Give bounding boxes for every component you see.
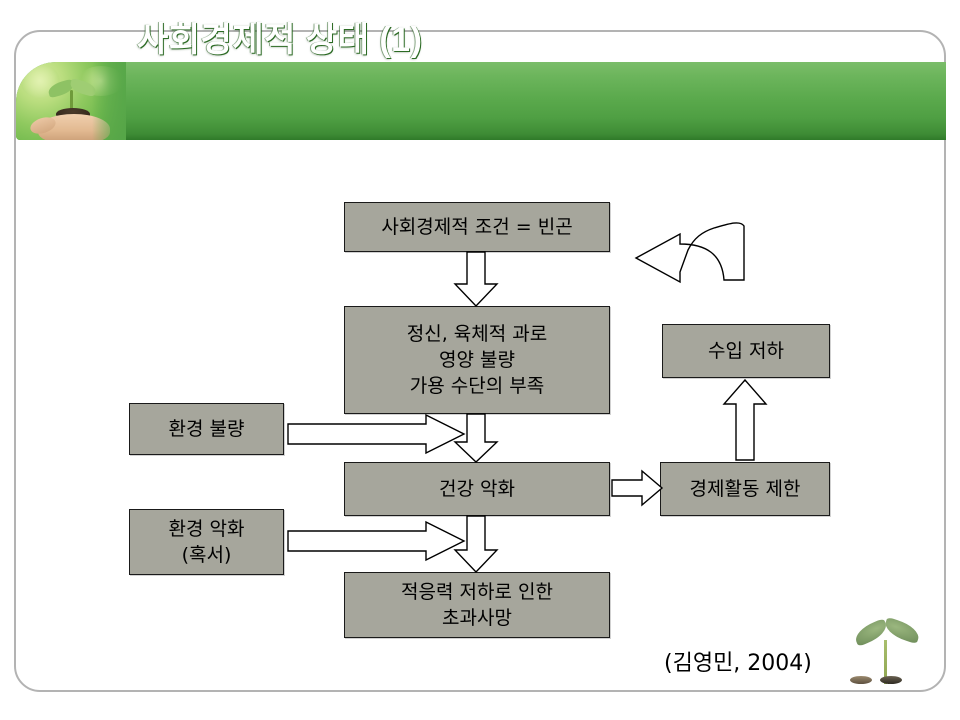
node-income-drop[interactable]: 수입 저하	[662, 324, 830, 378]
arrow-health-decline-to-economic-limit	[611, 469, 664, 507]
citation-text: (김영민, 2004)	[664, 651, 812, 676]
node-excess-death[interactable]: 적응력 저하로 인한 초과사망	[344, 572, 610, 638]
node-health-decline[interactable]: 건강 악화	[344, 462, 610, 516]
arrow-income-drop-to-poverty-feedback	[634, 222, 745, 284]
node-overwork[interactable]: 정신, 육체적 과로 영양 불량 가용 수단의 부족	[344, 306, 610, 414]
arrow-health-decline-to-excess-death	[453, 515, 499, 574]
node-environment-worsening[interactable]: 환경 악화 (혹서)	[129, 509, 284, 575]
node-bad-environment[interactable]: 환경 불량	[129, 403, 284, 455]
slide-header-band	[16, 62, 946, 140]
arrow-economic-limit-to-income-drop	[722, 378, 768, 461]
arrow-bad-environment-to-overwork	[287, 413, 466, 455]
node-poverty[interactable]: 사회경제적 조건 = 빈곤	[344, 202, 610, 252]
seedling-in-hands-photo-icon	[16, 62, 126, 140]
arrow-poverty-to-overwork	[453, 251, 499, 308]
sprout-icon	[848, 614, 924, 690]
page-title: 사회경제적 상태 (1)	[137, 21, 423, 59]
node-economic-activity-limit[interactable]: 경제활동 제한	[660, 462, 830, 516]
arrow-overwork-to-health-decline	[453, 413, 499, 463]
arrow-environment-worsening-to-health-decline	[287, 520, 466, 562]
